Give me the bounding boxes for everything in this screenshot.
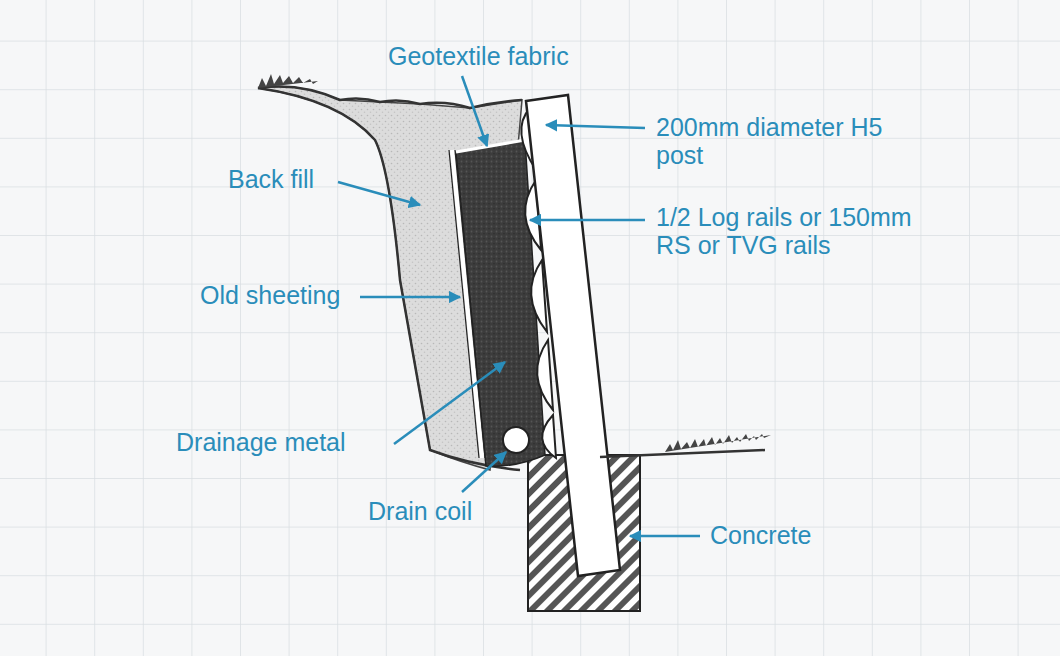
callout-label: Drain coil (368, 497, 518, 525)
callout-label: Concrete (710, 521, 860, 549)
callout-label: Geotextile fabric (388, 42, 608, 70)
callout-label: 1/2 Log rails or 150mm RS or TVG rails (656, 203, 946, 259)
callout-label: Drainage metal (176, 428, 386, 456)
callout-label: Back fill (228, 165, 348, 193)
callout-label: 200mm diameter H5 post (656, 113, 896, 169)
callout-label: Old sheeting (200, 281, 370, 309)
